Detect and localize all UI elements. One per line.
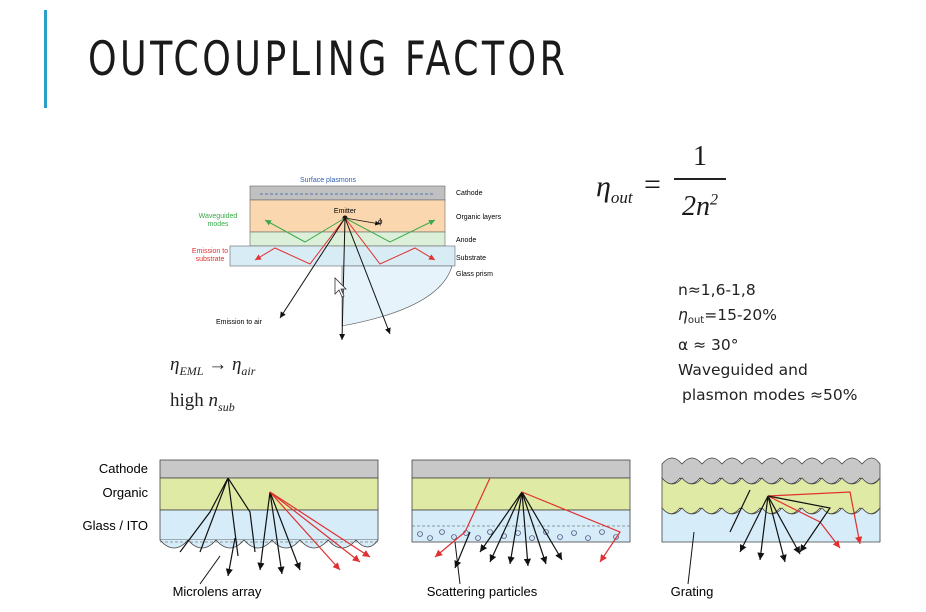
waveguide-ray-left bbox=[264, 217, 346, 243]
surface-plasmons-label: Surface plasmons bbox=[300, 177, 357, 184]
title-accent-bar bbox=[44, 10, 47, 108]
waveguided-label-1: Waveguided bbox=[199, 213, 238, 220]
outcoupling-notes: n≈1,6-1,8 ηout=15-20% α ≈ 30° Waveguided… bbox=[678, 278, 857, 408]
anode-layer bbox=[249, 231, 446, 247]
substrate-layer bbox=[229, 245, 456, 267]
glass-prism bbox=[341, 265, 453, 327]
substrate-ray-right bbox=[344, 217, 436, 265]
air-ray-2 bbox=[339, 217, 346, 341]
oled-structure-diagram: Surface plasmons Emitter ϕ Cathode Organ… bbox=[192, 177, 502, 341]
caption-scattering: Scattering particles bbox=[427, 584, 538, 599]
substrate-label: Substrate bbox=[456, 255, 486, 262]
formula-lhs: ηout bbox=[596, 170, 633, 207]
slide-title: OUTCOUPLING FACTOR bbox=[88, 32, 569, 87]
layer-label-glass: Glass / ITO bbox=[83, 518, 149, 533]
outcoupling-methods-diagram: Cathode Organic Glass / ITO Microlens ar… bbox=[83, 457, 881, 599]
outcoupling-formula: ηout = 1 2n2 bbox=[596, 140, 766, 230]
air-ray-3 bbox=[344, 217, 391, 335]
formula-equals: = bbox=[644, 168, 661, 201]
formula-denominator: 2n2 bbox=[682, 190, 718, 222]
formula-fraction: 1 2n2 bbox=[674, 140, 726, 224]
caption-grating: Grating bbox=[671, 584, 714, 599]
formula-numerator: 1 bbox=[693, 141, 707, 172]
microlens-panel bbox=[159, 459, 379, 577]
note-eta-out: ηout=15-20% bbox=[678, 306, 777, 326]
mouse-cursor-icon bbox=[334, 277, 347, 298]
air-ray-1 bbox=[279, 217, 346, 319]
emitter-label: Emitter bbox=[334, 208, 357, 215]
layer-label-organic: Organic bbox=[102, 485, 148, 500]
note-alpha: α ≈ 30° bbox=[678, 336, 739, 354]
fraction-bar bbox=[674, 178, 726, 180]
scattering-panel bbox=[411, 459, 631, 569]
cathode-layer bbox=[249, 185, 446, 201]
substrate-ray-left bbox=[254, 217, 346, 265]
layer-label-cathode: Cathode bbox=[99, 461, 148, 476]
organic-layers bbox=[249, 199, 446, 233]
note-refractive-index: n≈1,6-1,8 bbox=[678, 281, 756, 299]
caption-microlens: Microlens array bbox=[173, 584, 262, 599]
note-waveguided: Waveguided and bbox=[678, 361, 808, 379]
cathode-label: Cathode bbox=[456, 190, 483, 197]
note-plasmon: plasmon modes ≈50% bbox=[682, 386, 858, 404]
phi-arrow bbox=[344, 217, 381, 226]
glass-prism-label: Glass prism bbox=[456, 271, 493, 278]
waveguide-ray-right bbox=[344, 217, 436, 243]
organic-layers-label: Organic layers bbox=[456, 214, 502, 221]
phi-label: ϕ bbox=[378, 217, 383, 226]
anode-label: Anode bbox=[456, 237, 476, 244]
eml-air-relation: ηEML → ηair bbox=[170, 354, 256, 378]
emission-substrate-label-2: substrate bbox=[196, 256, 225, 263]
emission-substrate-label-1: Emission to bbox=[192, 248, 228, 255]
grating-panel bbox=[661, 457, 881, 563]
emission-air-label: Emission to air bbox=[216, 319, 263, 326]
waveguided-label-2: modes bbox=[207, 221, 229, 228]
high-nsub-text: high nsub bbox=[170, 389, 235, 414]
refractive-index-notes: ηEML → ηair high nsub bbox=[170, 350, 255, 422]
